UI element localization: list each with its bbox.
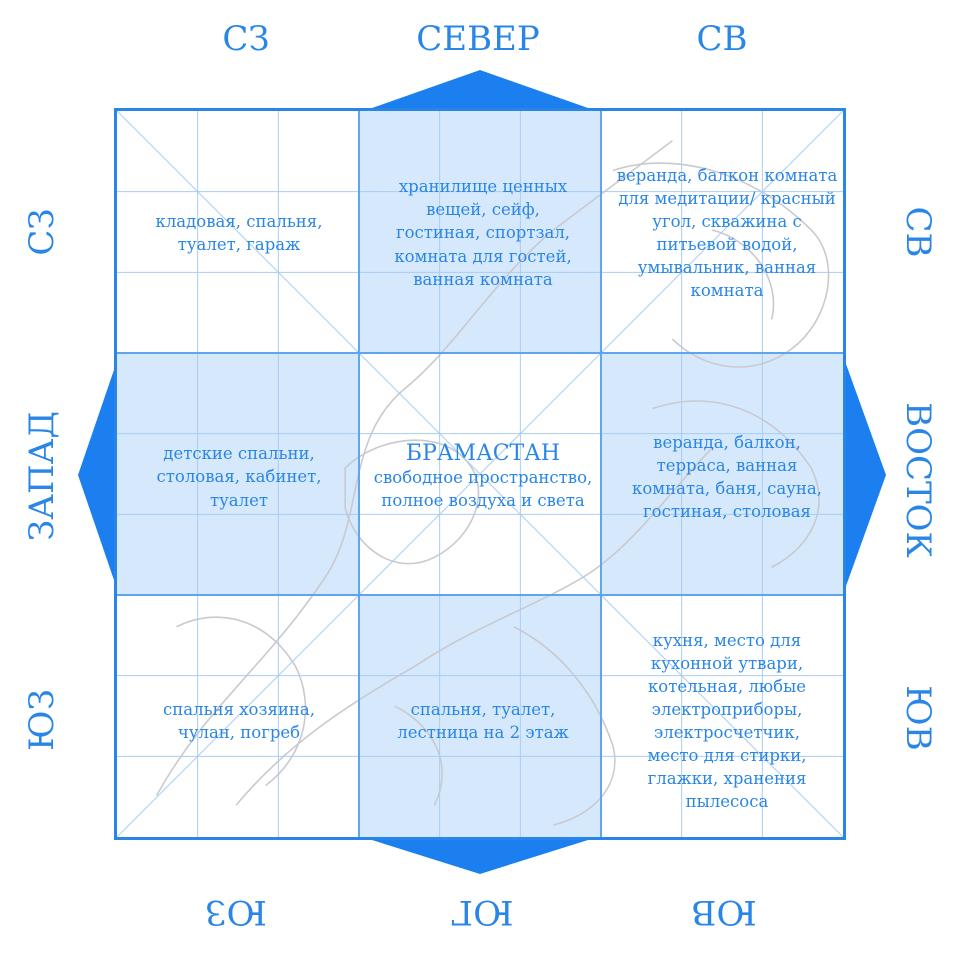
label-south: ЮГ [450, 892, 514, 932]
label-north: СЕВЕР [416, 19, 540, 59]
label-northeast-right: СВ [898, 206, 938, 258]
zone-south-text: спальня, туалет, лестница на 2 этаж [397, 699, 569, 742]
label-east: ВОСТОК [898, 402, 938, 558]
label-west: ЗАПАД [22, 411, 62, 541]
zone-southwest: спальня хозяина, чулан, погреб [117, 599, 361, 837]
zone-northwest-text: кладовая, спальня, туалет, гараж [155, 211, 323, 254]
diagonals [117, 111, 843, 837]
label-southeast-bottom: ЮВ [691, 892, 757, 932]
north-pointer [372, 70, 588, 108]
zone-east-text: веранда, балкон, терраса, ванная комната… [632, 432, 822, 522]
zone-center-block: БРАМАСТАН свободное пространство, полное… [373, 440, 593, 512]
label-northwest-top: СЗ [222, 19, 270, 59]
main-grid [117, 111, 843, 837]
zone-east: веранда, балкон, терраса, ванная комната… [605, 355, 843, 599]
label-southeast-right: ЮВ [898, 685, 938, 751]
south-pointer [372, 840, 588, 874]
zone-west-text: детские спальни, столовая, кабинет, туал… [156, 444, 322, 510]
label-northeast-top: СВ [696, 19, 748, 59]
zone-center-brahmasthan: БРАМАСТАН свободное пространство, полное… [361, 355, 605, 599]
label-southwest-left: ЮЗ [22, 689, 62, 751]
zone-center-text: свободное пространство, полное воздуха и… [373, 468, 593, 511]
zone-northwest: кладовая, спальня, туалет, гараж [117, 111, 361, 355]
west-pointer [78, 364, 116, 586]
zone-south-shade [359, 595, 601, 837]
label-southwest-bottom: ЮЗ [205, 892, 267, 932]
grid-lines [117, 111, 843, 837]
fine-grid [117, 111, 843, 837]
zone-west-shade [117, 353, 359, 595]
vastu-grid: кладовая, спальня, туалет, гараж хранили… [114, 108, 846, 840]
zone-east-shade [601, 353, 843, 595]
sketch-outline [155, 140, 830, 826]
zone-north: хранилище ценных вещей, сейф, гостиная, … [361, 111, 605, 355]
zone-southeast-text: кухня, место для кухонной утвари, котель… [647, 630, 807, 812]
label-northwest-left: СЗ [22, 208, 62, 256]
zone-northeast: веранда, балкон комната для медитации/ к… [605, 111, 843, 355]
zone-west: детские спальни, столовая, кабинет, туал… [117, 355, 361, 599]
zone-southwest-text: спальня хозяина, чулан, погреб [163, 699, 315, 742]
zone-center-title: БРАМАСТАН [405, 440, 561, 466]
zone-north-text: хранилище ценных вещей, сейф, гостиная, … [394, 177, 572, 289]
zone-southeast: кухня, место для кухонной утвари, котель… [605, 599, 843, 837]
zone-south: спальня, туалет, лестница на 2 этаж [361, 599, 605, 837]
east-pointer [846, 364, 886, 586]
zone-northeast-text: веранда, балкон комната для медитации/ к… [616, 165, 838, 301]
zone-north-shade [359, 111, 601, 353]
